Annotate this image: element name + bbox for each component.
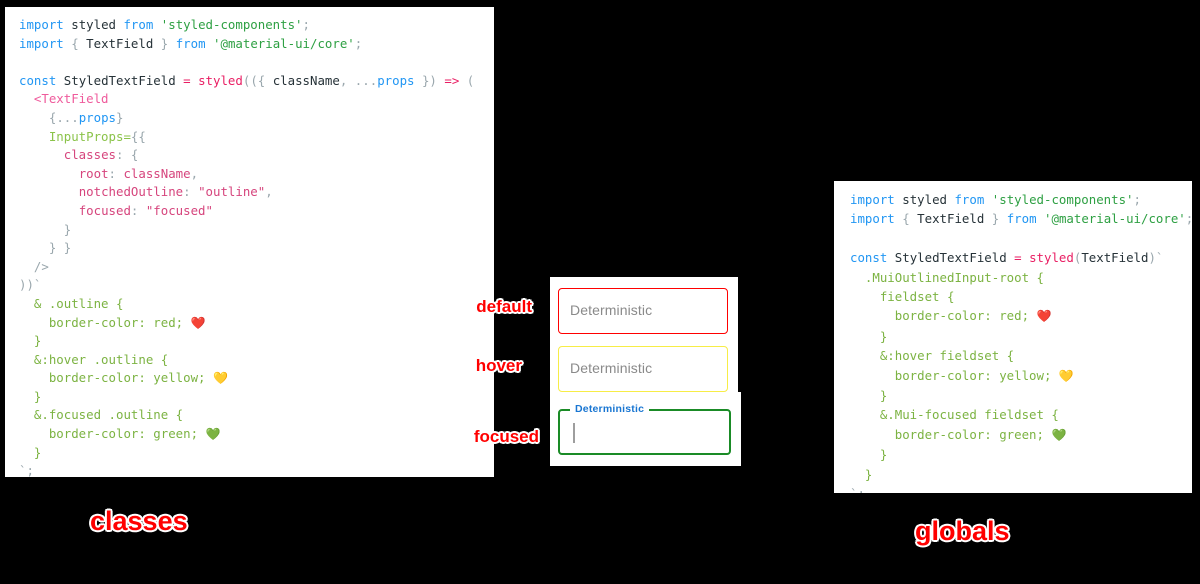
textfield-focused-label: Deterministic [570,403,650,415]
textfield-focused[interactable]: Deterministic [558,403,731,455]
code-block-classes[interactable]: import styled from 'styled-components'; … [19,17,475,477]
textfield-demo-stack: Deterministic Deterministic Deterministi… [550,277,741,466]
annotation-default: default [476,297,532,316]
annotation-hover: hover [475,356,522,375]
code-panel-globals: import styled from 'styled-components'; … [834,181,1192,493]
code-panel-classes: import styled from 'styled-components'; … [5,7,494,477]
annotation-focused: focused [473,427,539,446]
textfield-default[interactable]: Deterministic [558,288,728,334]
panel-title-classes: classes [90,506,188,536]
code-block-globals[interactable]: import styled from 'styled-components'; … [850,192,1192,493]
text-caret-icon [573,423,575,443]
panel-title-globals: globals [915,516,1010,546]
textfield-default-value: Deterministic [570,302,653,318]
textfield-hover[interactable]: Deterministic [558,346,728,392]
demo-card-focused: Deterministic [550,392,741,466]
demo-card-unfocused: Deterministic Deterministic [550,277,738,392]
textfield-hover-value: Deterministic [570,360,653,376]
